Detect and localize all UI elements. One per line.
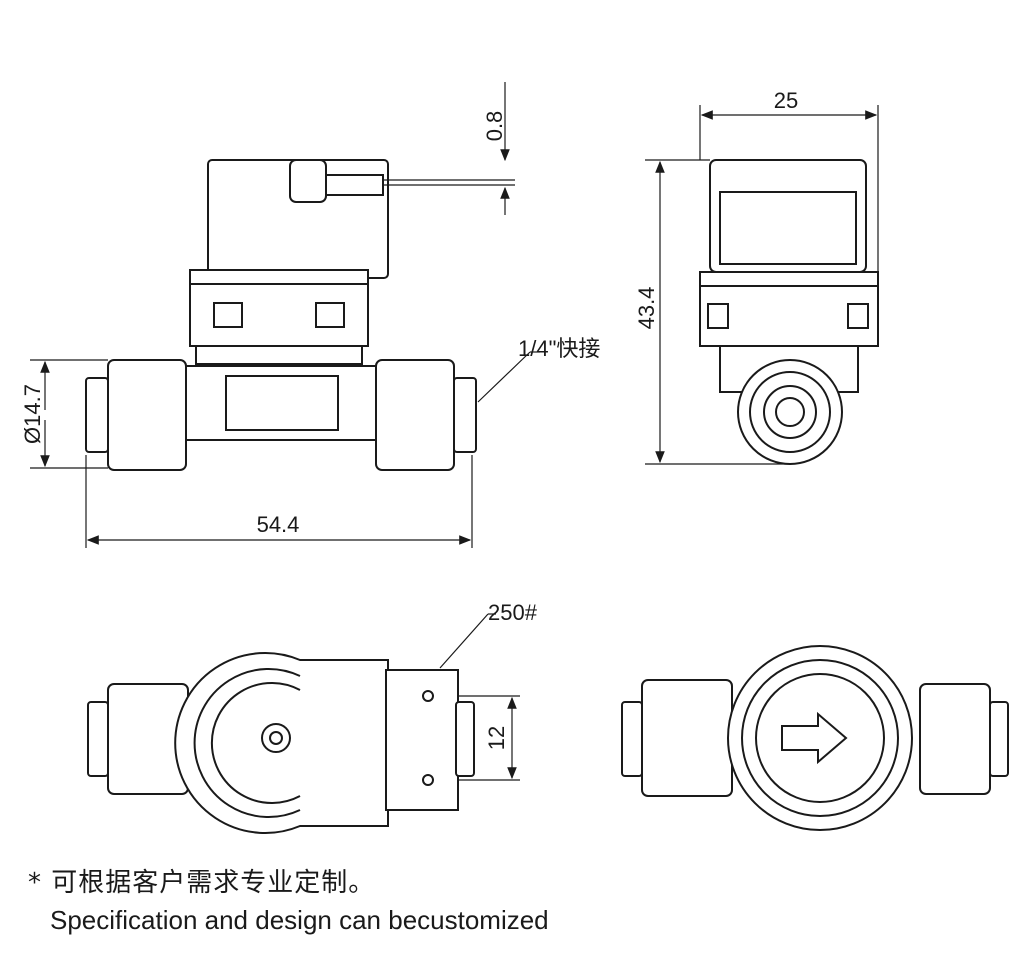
callout-fitting: 1/4"快接 (518, 336, 600, 361)
top-dimensions: 12 250# (439, 600, 538, 781)
dim-pin-thickness: 0.8 (482, 111, 507, 142)
note-english: Specification and design can becustomize… (50, 905, 549, 935)
dim-side-height: 43.4 (634, 287, 659, 330)
dim-pipe-diameter: Ø14.7 (20, 384, 45, 444)
dim-port-spacing: 12 (484, 726, 509, 750)
note-chinese: * 可根据客户需求专业定制。 (28, 868, 376, 898)
bottom-view (621, 645, 1009, 831)
side-dimensions: 25 43.4 (634, 88, 879, 465)
front-dimensions: 0.8 Ø14.7 54.4 1/4"快接 (20, 82, 600, 548)
dim-total-length: 54.4 (257, 512, 300, 537)
technical-drawing: 0.8 Ø14.7 54.4 1/4"快接 25 (20, 82, 1009, 834)
front-view (85, 159, 477, 471)
callout-material: 250# (488, 600, 538, 625)
side-view (699, 159, 879, 465)
flow-arrow-icon (781, 711, 848, 765)
dim-side-width: 25 (774, 88, 798, 113)
top-view (87, 652, 475, 834)
